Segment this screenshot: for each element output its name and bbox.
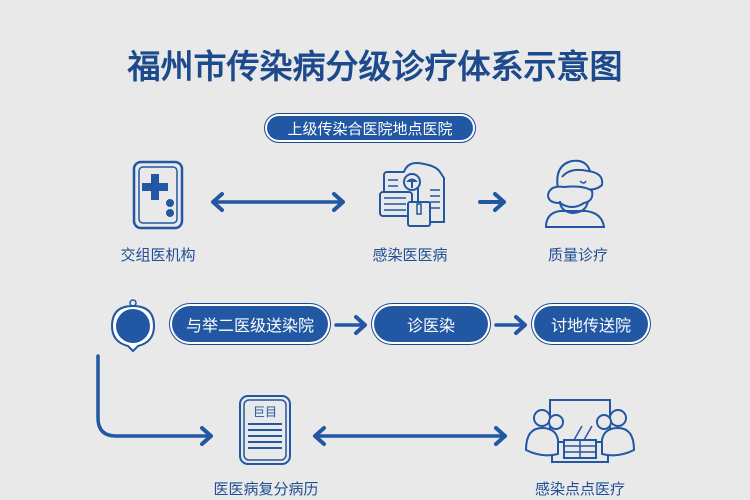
double-arrow-icon <box>208 190 348 214</box>
pill-step-2: 诊医染 <box>372 304 490 344</box>
double-arrow-icon <box>310 424 510 448</box>
pill-step-3: 讨地传送院 <box>532 304 650 344</box>
node-label: 感染医医病 <box>372 246 448 264</box>
node-label: 交组医机构 <box>120 246 196 264</box>
circle-marker-icon <box>110 298 156 352</box>
team-meeting-icon <box>522 398 638 464</box>
arrow-right-icon <box>478 190 508 214</box>
svg-text:巨目: 巨目 <box>253 405 277 419</box>
arrow-right-icon <box>494 313 528 337</box>
elbow-arrow-icon <box>90 352 220 452</box>
node-label: 质量诊疗 <box>547 246 608 264</box>
doctor-patient-icon <box>540 155 614 229</box>
diagram-title: 福州市传染病分级诊疗体系示意图 <box>127 47 623 86</box>
arrow-right-icon <box>334 313 368 337</box>
node-label: 医医病复分病历 <box>213 480 319 498</box>
pill-step-1: 与举二医级送染院 <box>170 304 330 344</box>
medical-record-icon: 巨目 <box>238 394 292 466</box>
medical-cross-card-icon <box>132 160 184 230</box>
top-badge: 上级传染合医院地点医院 <box>265 114 475 142</box>
documents-tree-icon <box>378 160 452 230</box>
node-label: 感染点点医疗 <box>534 480 625 498</box>
